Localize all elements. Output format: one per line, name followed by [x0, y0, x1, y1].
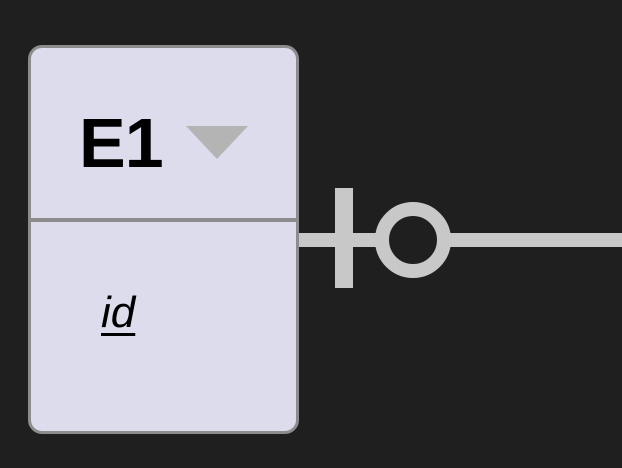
triangle-down-icon[interactable]	[186, 126, 248, 159]
entity-box[interactable]: E1 id	[28, 45, 299, 434]
entity-name[interactable]: E1	[79, 104, 164, 182]
entity-divider	[31, 218, 296, 222]
entity-attribute-id[interactable]: id	[101, 288, 136, 337]
entity-header[interactable]: E1	[31, 48, 296, 220]
cardinality-zero-circle	[375, 202, 451, 278]
